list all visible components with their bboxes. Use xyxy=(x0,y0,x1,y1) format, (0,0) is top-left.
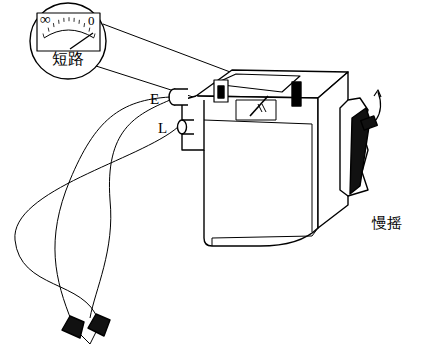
dial-tick xyxy=(53,23,55,27)
meter-needle xyxy=(250,96,268,116)
action-label: 慢摇 xyxy=(372,216,402,231)
inset-circle xyxy=(30,3,106,79)
scale-mark: 0 xyxy=(88,14,95,27)
rotation-arrowhead xyxy=(374,90,381,97)
meter-switch xyxy=(214,80,228,102)
inset-dial: ∞ 0 短路 xyxy=(30,3,106,79)
test-lead xyxy=(55,97,170,322)
terminal-label: E xyxy=(150,92,159,107)
terminal-L-body xyxy=(182,120,194,134)
meter-indicator xyxy=(292,82,301,106)
terminal-label: L xyxy=(158,121,167,136)
dial-needle xyxy=(70,33,93,49)
dial-tick xyxy=(74,18,75,22)
scale-mark: ∞ xyxy=(40,12,51,27)
body-front xyxy=(196,96,318,246)
dial-tick xyxy=(43,34,44,38)
test-clip xyxy=(88,314,110,336)
dial-tick xyxy=(69,17,70,21)
test-lead xyxy=(15,127,178,320)
crank-grip xyxy=(361,116,378,130)
dial-caption: 短路 xyxy=(52,51,84,67)
dial-tick xyxy=(79,20,80,24)
rotation-arrow xyxy=(376,92,381,120)
dial-tick xyxy=(48,28,50,32)
test-lead xyxy=(90,100,170,318)
meter-mark xyxy=(258,104,266,112)
body-base xyxy=(212,228,318,246)
dial-ticks xyxy=(43,17,95,37)
body-edge xyxy=(204,120,312,232)
clip-short xyxy=(80,332,96,344)
meter-switch-knob xyxy=(218,86,224,98)
dial-tick xyxy=(63,18,64,22)
terminal-E-body xyxy=(174,89,188,105)
dial-tick xyxy=(84,23,86,27)
dial-tick xyxy=(58,20,59,24)
dial-tick xyxy=(94,34,95,38)
dial-tick xyxy=(89,28,91,32)
terminal-L xyxy=(178,120,187,134)
